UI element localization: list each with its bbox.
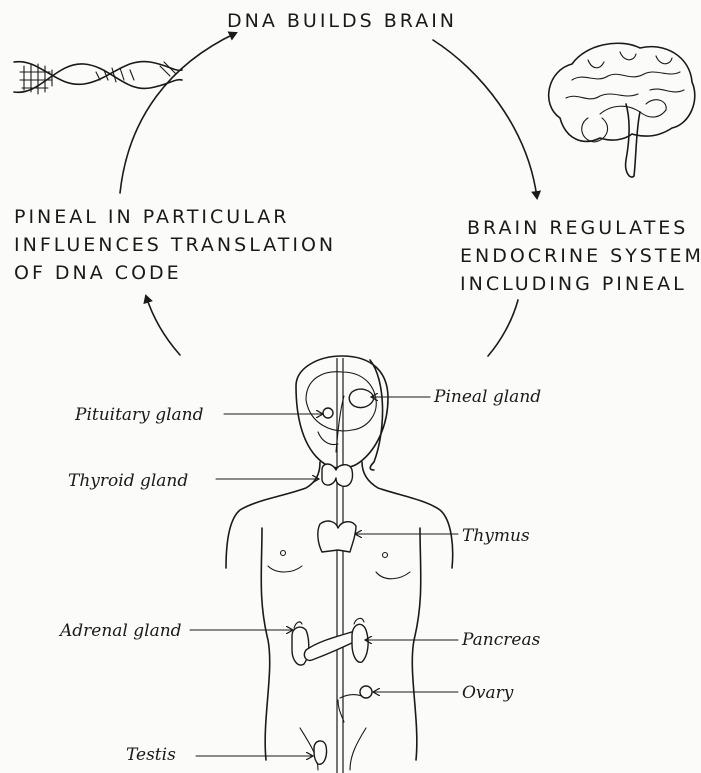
cycle-left-text: PINEAL IN PARTICULAR INFLUENCES TRANSLAT… <box>14 206 336 284</box>
arrow-brain-to-body <box>488 300 518 356</box>
cycle-right-line-2: ENDOCRINE SYSTEM <box>460 245 701 267</box>
cycle-right-line-1: BRAIN REGULATES <box>467 217 688 239</box>
arrow-pineal-to-dna <box>120 33 236 193</box>
cycle-left-line-3: OF DNA CODE <box>14 262 182 284</box>
arrow-body-to-pineal <box>146 296 180 355</box>
label-pituitary-gland: Pituitary gland <box>74 405 204 425</box>
label-pineal-gland: Pineal gland <box>433 387 541 407</box>
cycle-left-line-1: PINEAL IN PARTICULAR <box>14 206 289 228</box>
cycle-left-line-2: INFLUENCES TRANSLATION <box>14 234 336 256</box>
dna-helix-illustration <box>14 62 182 94</box>
thyroid-gland-organ <box>322 464 353 486</box>
label-thyroid-gland: Thyroid gland <box>68 471 188 491</box>
testis-organ <box>314 741 327 764</box>
brain-illustration <box>549 43 695 177</box>
cycle-right-line-3: INCLUDING PINEAL <box>460 273 687 295</box>
label-thymus: Thymus <box>462 526 530 546</box>
label-pancreas: Pancreas <box>461 630 541 650</box>
label-testis: Testis <box>126 745 176 765</box>
label-ovary: Ovary <box>462 683 514 703</box>
cycle-right-text: BRAIN REGULATES ENDOCRINE SYSTEM INCLUDI… <box>460 217 701 295</box>
brain-in-head <box>306 372 376 452</box>
thymus-organ <box>318 521 356 552</box>
arrow-dna-to-brain <box>433 40 537 198</box>
label-adrenal-gland: Adrenal gland <box>58 621 182 641</box>
cycle-top-text: DNA BUILDS BRAIN <box>227 10 457 32</box>
pineal-gland-organ <box>349 389 374 407</box>
pituitary-gland-organ <box>323 408 333 418</box>
